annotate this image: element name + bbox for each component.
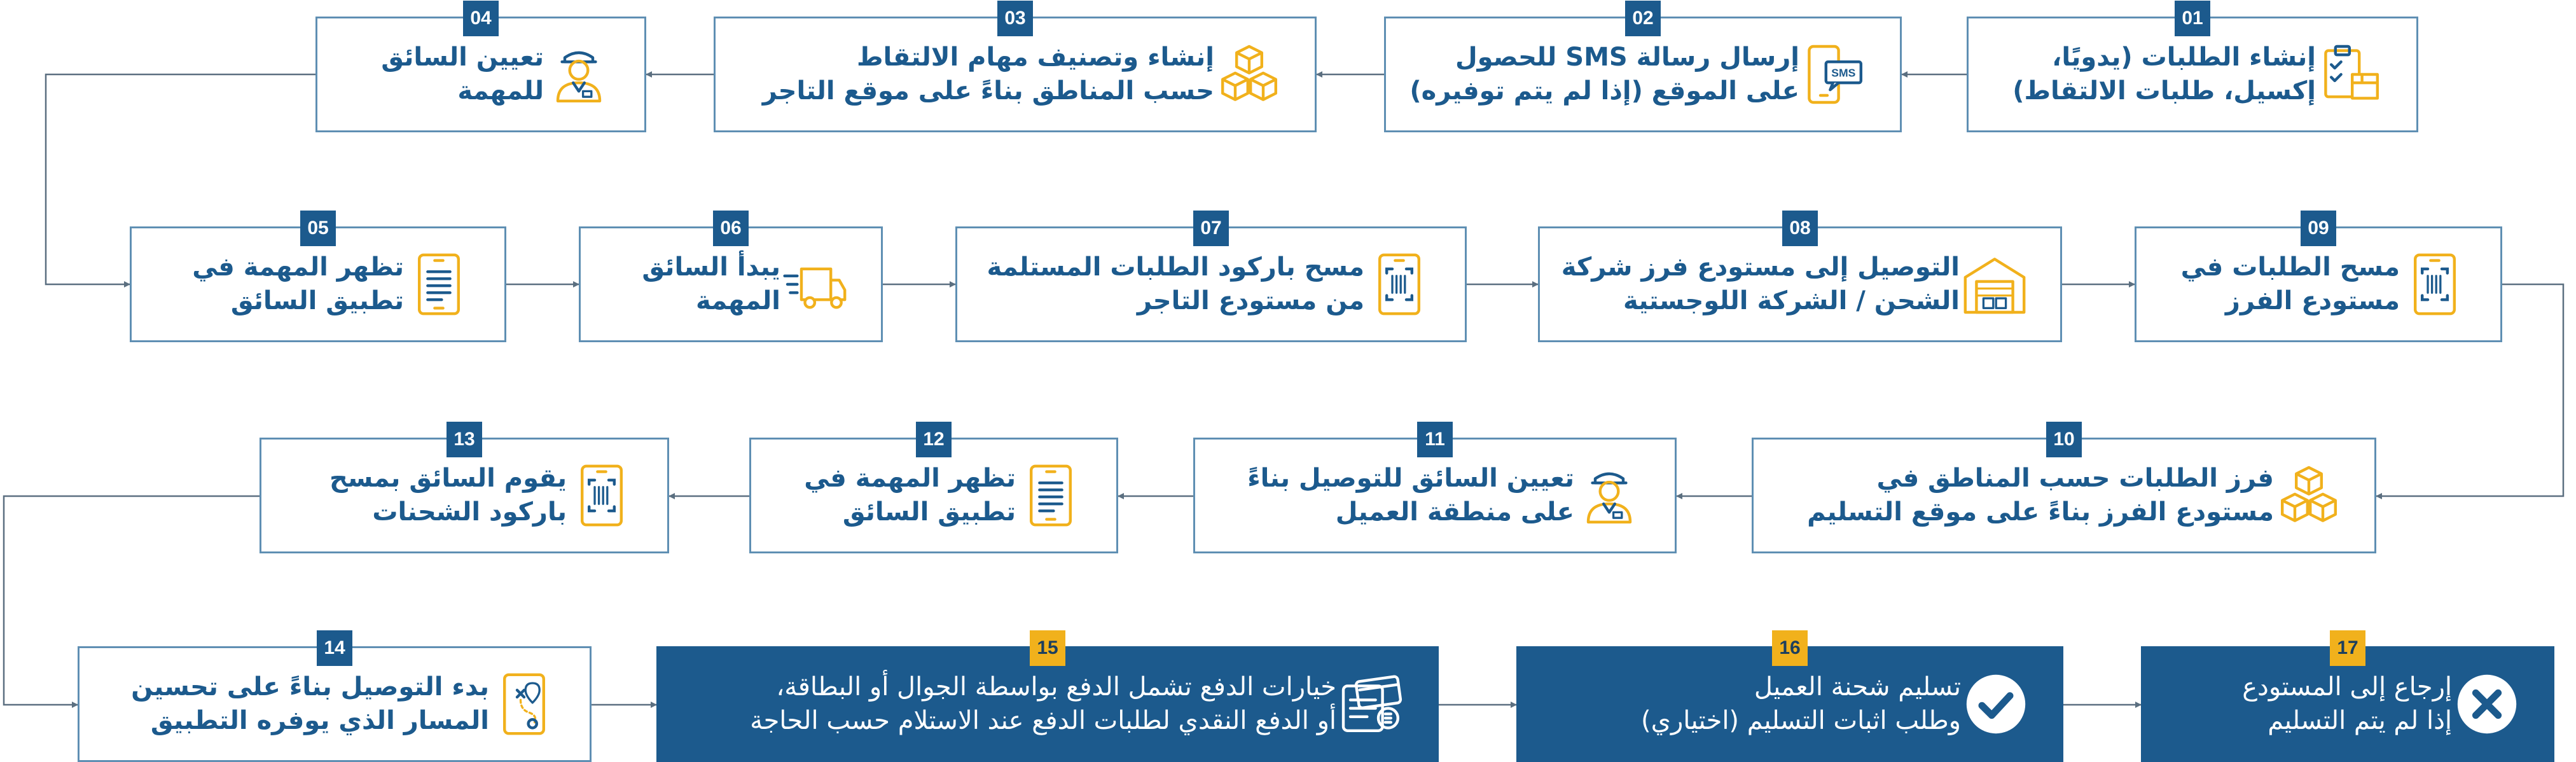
step-number: 03 <box>997 1 1033 36</box>
sms-phone-icon: SMS <box>1799 39 1869 109</box>
clipboard-box-icon <box>2316 39 2386 109</box>
step-label: تعيين السائق للمهمة <box>381 43 544 106</box>
step-number: 09 <box>2301 211 2336 246</box>
step-number: 12 <box>916 422 952 457</box>
payment-cards-icon <box>1336 669 1406 739</box>
step-number: 07 <box>1193 211 1229 246</box>
step-label: مسح باركود الطلبات المستلمة من مستودع ال… <box>987 253 1364 315</box>
step-label: التوصيل إلى مستودع فرز شركة الشحن / الشر… <box>1561 253 1960 315</box>
step-number: 15 <box>1030 630 1065 666</box>
step-label: إنشاء الطلبات (يدويًا، إكسيل، طلبات الال… <box>2012 43 2316 106</box>
step-label: تسليم شحنة العميل وطلب اثبات التسليم (اخ… <box>1641 672 1961 735</box>
step-06: 06 يبدأ السائق المهمة <box>579 211 883 342</box>
step-14: 14 بدء التوصيل بناءً على تحسين المسار ال… <box>78 630 592 762</box>
step-02: 02 SMS إرسال رسالة SMS للحصول على الموقع… <box>1384 1 1902 132</box>
step-16: 16 تسليم شحنة العميل وطلب اثبات التسليم … <box>1516 630 2063 762</box>
step-07: 07 مسح باركود الطلبات المستلمة من مستودع… <box>955 211 1467 342</box>
step-label: إنشاء وتصنيف مهام الالتقاط حسب المناطق ب… <box>762 43 1214 106</box>
step-label: تعيين السائق للتوصيل بناءً على منطقة الع… <box>1247 464 1574 527</box>
step-number: 11 <box>1417 422 1453 457</box>
step-number: 10 <box>2046 422 2082 457</box>
step-12: 12 تظهر المهمة في تطبيق السائق <box>749 422 1118 553</box>
step-01: 01 إنشاء الطلبات (يدويًا، إكسيل، طلبات ا… <box>1967 1 2418 132</box>
step-number: 14 <box>317 630 352 666</box>
step-label: إرجاع إلى المستودع إذا لم يتم التسليم <box>2242 672 2452 735</box>
step-label: تظهر المهمة في تطبيق السائق <box>192 253 404 315</box>
step-10: 10 فرز الطلبات حسب المناطق في مستودع الف… <box>1752 422 2376 553</box>
barcode-scan-icon <box>567 461 637 530</box>
step-11: 11 تعيين السائق للتوصيل بناءً على منطقة … <box>1193 422 1677 553</box>
step-13: 13 يقوم السائق بمسح باركود الشحنات <box>260 422 669 553</box>
step-04: 04 تعيين السائق للمهمة <box>315 1 646 132</box>
tablet-list-icon <box>1016 461 1086 530</box>
step-03: 03 إنشاء وتصنيف مهام الالتقاط حسب المناط… <box>714 1 1317 132</box>
step-15: 15 خيارات الدفع تشمل الدفع بواسطة الجوال… <box>656 630 1439 762</box>
step-number: 16 <box>1772 630 1808 666</box>
step-label: بدء التوصيل بناءً على تحسين المسار الذي … <box>131 672 489 735</box>
step-label: فرز الطلبات حسب المناطق في مستودع الفرز … <box>1807 464 2274 527</box>
step-09: 09 مسح الطلبات في مستودع الفرز <box>2135 211 2502 342</box>
cross-circle-icon <box>2452 669 2522 739</box>
step-08: 08 التوصيل إلى مستودع فرز شركة الشحن / ا… <box>1538 211 2062 342</box>
step-number: 02 <box>1625 1 1661 36</box>
step-17: 17 إرجاع إلى المستودع إذا لم يتم التسليم <box>2141 630 2554 762</box>
step-number: 13 <box>447 422 482 457</box>
boxes-icon <box>1214 39 1284 109</box>
svg-text:SMS: SMS <box>1831 66 1855 79</box>
tablet-list-icon <box>404 249 474 319</box>
step-label: يبدأ السائق المهمة <box>642 253 780 315</box>
driver-icon <box>1574 461 1644 530</box>
truck-icon <box>780 249 850 319</box>
step-label: تظهر المهمة في تطبيق السائق <box>804 464 1016 527</box>
driver-icon <box>544 39 614 109</box>
step-label: يقوم السائق بمسح باركود الشحنات <box>329 464 567 527</box>
check-circle-icon <box>1961 669 2031 739</box>
step-number: 01 <box>2175 1 2210 36</box>
step-number: 06 <box>713 211 749 246</box>
warehouse-icon <box>1960 249 2030 319</box>
step-label: خيارات الدفع تشمل الدفع بواسطة الجوال أو… <box>750 672 1336 735</box>
step-05: 05 تظهر المهمة في تطبيق السائق <box>130 211 506 342</box>
boxes-icon <box>2274 461 2344 530</box>
step-label: مسح الطلبات في مستودع الفرز <box>2180 253 2400 315</box>
route-map-icon <box>489 669 559 739</box>
step-number: 08 <box>1782 211 1818 246</box>
step-label: إرسال رسالة SMS للحصول على الموقع (إذا ل… <box>1409 43 1799 106</box>
step-number: 04 <box>463 1 499 36</box>
barcode-scan-icon <box>2400 249 2470 319</box>
step-number: 05 <box>300 211 336 246</box>
step-number: 17 <box>2330 630 2365 666</box>
barcode-scan-icon <box>1364 249 1434 319</box>
